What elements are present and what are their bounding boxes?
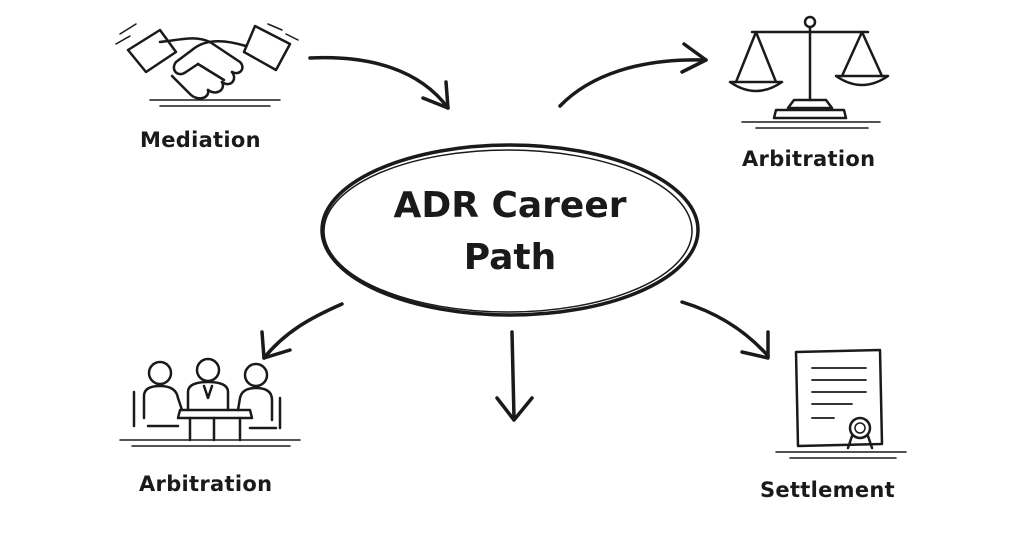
certificate-document-icon bbox=[775, 348, 907, 459]
handshake-icon bbox=[115, 23, 299, 107]
arrow-center-to-arbitration-bottom bbox=[260, 302, 344, 360]
arrow-mediation-to-center bbox=[308, 55, 450, 110]
arrow-center-to-arbitration-top bbox=[558, 42, 708, 108]
label-arbitration-bottom: Arbitration bbox=[139, 472, 273, 496]
center-title: ADR Career Path bbox=[330, 180, 690, 284]
label-settlement: Settlement bbox=[760, 478, 895, 502]
arrow-center-to-settlement bbox=[680, 300, 770, 360]
center-title-line1: ADR Career bbox=[393, 185, 627, 226]
scales-of-justice-icon bbox=[728, 15, 890, 129]
center-oval bbox=[320, 143, 700, 317]
center-title-line2: Path bbox=[463, 237, 557, 278]
arrow-center-down bbox=[495, 330, 534, 422]
label-mediation: Mediation bbox=[140, 128, 261, 152]
meeting-table-icon bbox=[119, 357, 301, 447]
label-arbitration-top: Arbitration bbox=[742, 147, 876, 171]
